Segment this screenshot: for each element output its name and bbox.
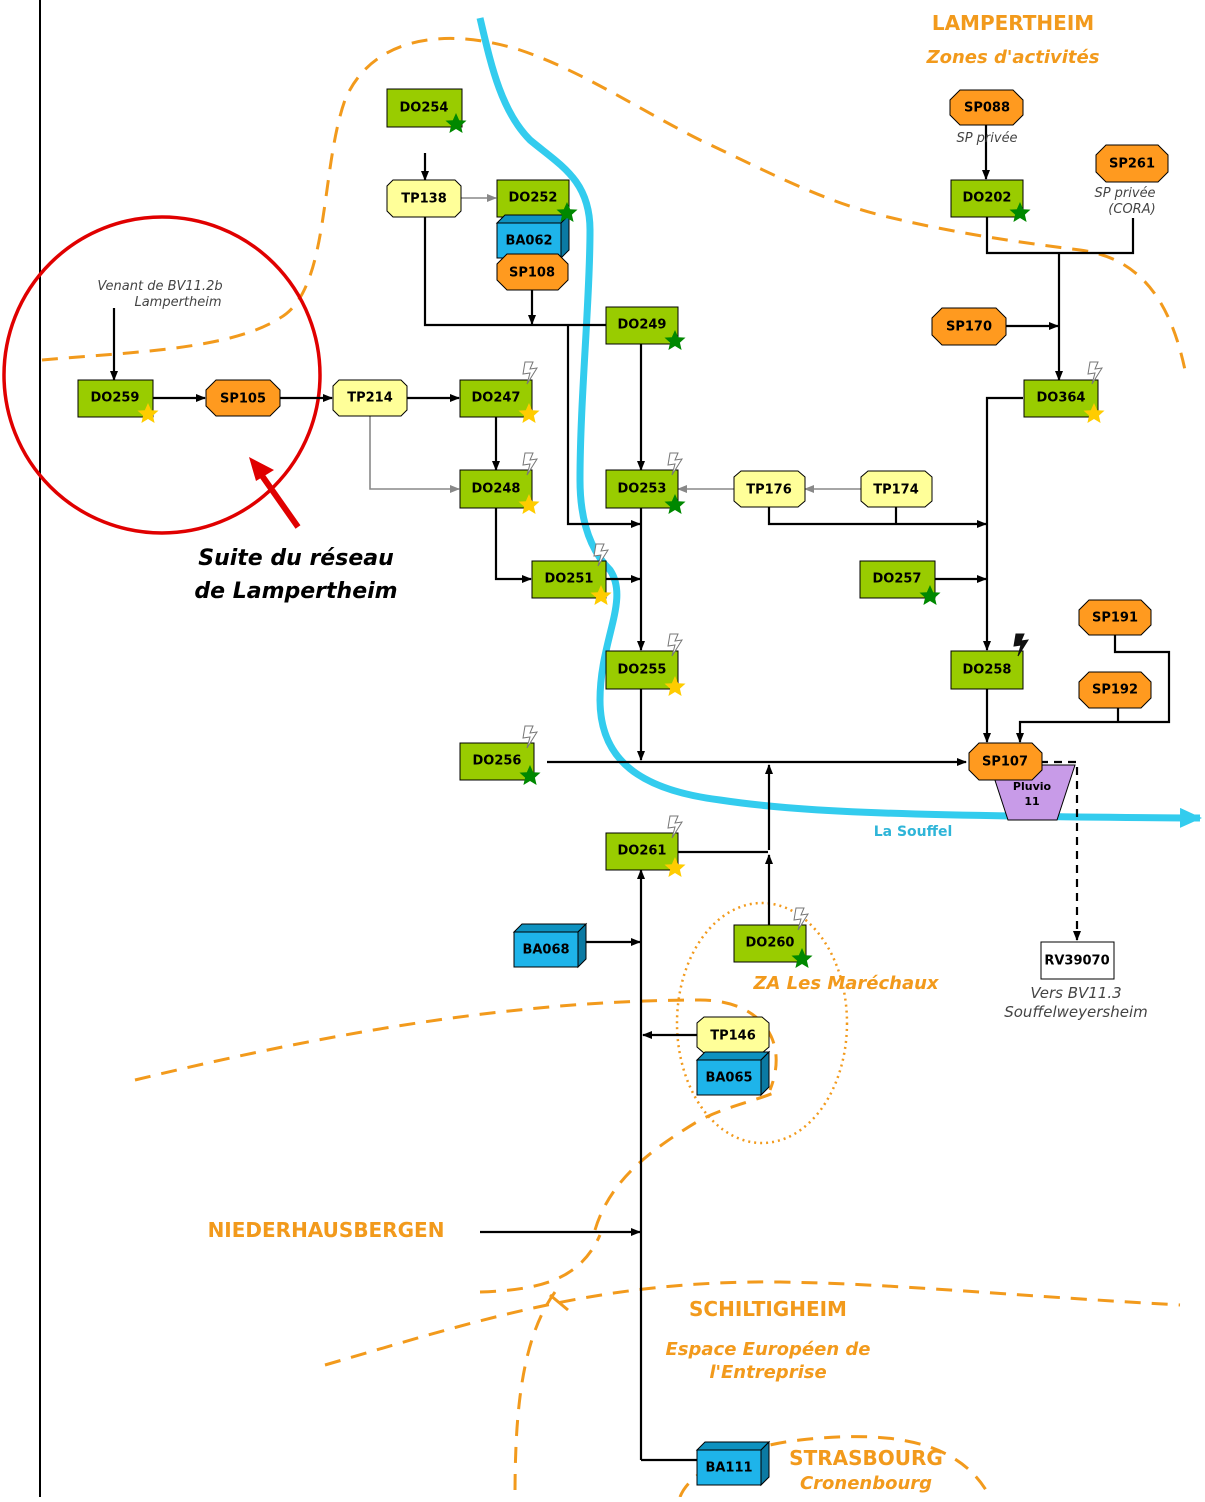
annotation-line1: Suite du réseau [198,546,394,571]
node-rv39070: RV39070 [1040,941,1115,980]
note-vers-line1: Vers BV11.3 [1030,984,1121,1002]
node-do252: DO252 [496,179,570,218]
node-label: DO256 [473,754,522,769]
node-label: SP088 [964,101,1010,116]
node-tp146: TP146 [696,1016,770,1054]
dashed-overflow-line [1040,760,1081,941]
node-label: SP261 [1109,157,1155,172]
node-label: DO364 [1037,391,1086,406]
node-label: DO261 [618,844,667,859]
boundary-tick [549,1293,569,1312]
grey-lines [369,194,861,493]
note-vers-line2: Souffelweyersheim [1004,1003,1148,1021]
node-ba111: BA111 [695,1440,771,1487]
node-label: SP192 [1092,683,1138,698]
highlight-arrow [255,468,301,529]
node-label: TP176 [746,483,792,498]
highlight-circle [2,215,322,535]
node-label: DO202 [963,191,1012,206]
node-sp108: SP108 [496,253,569,291]
node-label: BA062 [505,234,552,249]
za-marechaux-outline [675,901,849,1145]
node-label: SP107 [982,755,1028,770]
node-label: TP174 [873,483,919,498]
node-label: TP138 [401,192,447,207]
note-sp261-line1: SP privée [1094,186,1155,201]
node-sp088: SP088 [949,89,1024,126]
node-sp170: SP170 [931,307,1007,346]
zone-schiltigheim: SCHILTIGHEIM [689,1297,847,1321]
node-label: TP146 [710,1029,756,1044]
node-label: BA068 [522,943,569,958]
node-tp174: TP174 [860,470,933,508]
zone-schiltigheim-sub-2: l'Entreprise [709,1362,826,1383]
node-label: DO247 [472,391,521,406]
node-do258: DO258 [950,650,1024,690]
node-tp138: TP138 [386,179,462,218]
zone-lampertheim-sub: Zones d'activités [926,47,1100,68]
node-label: TP214 [347,391,393,406]
node-do202: DO202 [950,179,1024,218]
node-label: DO252 [509,191,558,206]
zone-niederhausbergen: NIEDERHAUSBERGEN [208,1218,445,1242]
node-do261: DO261 [605,832,679,871]
node-do251: DO251 [531,560,607,599]
river-label: La Souffel [874,824,953,840]
node-label: SP170 [946,320,992,335]
node-label: SP105 [220,392,266,407]
node-label: DO259 [91,391,140,406]
note-venant-line2: Lampertheim [134,295,221,310]
node-label: DO258 [963,663,1012,678]
zone-lampertheim: LAMPERTHEIM [932,11,1094,35]
node-tp214: TP214 [332,379,408,417]
node-label: DO253 [618,482,667,497]
node-label: DO251 [545,572,594,587]
zone-schiltigheim-sub-1: Espace Européen de [665,1339,870,1360]
node-ba062: BA062 [495,213,571,260]
node-ba068: BA068 [512,922,588,969]
node-sp105: SP105 [205,379,281,417]
zone-strasbourg-sub: Cronenbourg [800,1473,932,1494]
zone-za-marechaux: ZA Les Maréchaux [752,973,939,994]
note-sp088: SP privée [956,131,1017,146]
highlight-arrow-head [249,457,274,481]
pluvio-label: Pluvio [1013,780,1052,793]
note-sp261-line2: (CORA) [1108,202,1155,217]
network-lines [110,125,1171,1462]
note-venant-line1: Venant de BV11.2b [97,279,222,294]
node-do253: DO253 [605,469,679,509]
node-sp191: SP191 [1078,599,1152,636]
node-label: DO257 [873,572,922,587]
node-do255: DO255 [605,650,679,690]
node-label: SP108 [509,266,555,281]
zone-strasbourg: STRASBOURG [789,1446,943,1470]
pluvio-number: 11 [1024,795,1039,808]
node-sp107: SP107 [968,742,1043,781]
node-label: BA111 [705,1461,752,1476]
node-label: DO255 [618,663,667,678]
node-do247: DO247 [459,379,533,418]
node-label: DO248 [472,482,521,497]
node-sp261: SP261 [1095,144,1169,183]
node-tp176: TP176 [733,470,806,508]
node-label: RV39070 [1044,954,1109,969]
annotation-line2: de Lampertheim [194,579,397,604]
node-label: DO260 [746,936,795,951]
node-do257: DO257 [859,560,936,599]
node-label: BA065 [705,1071,752,1086]
node-label: DO249 [618,318,667,333]
node-label: DO254 [400,101,449,116]
node-ba065: BA065 [695,1050,771,1097]
node-sp192: SP192 [1078,671,1152,709]
node-label: SP191 [1092,611,1138,626]
